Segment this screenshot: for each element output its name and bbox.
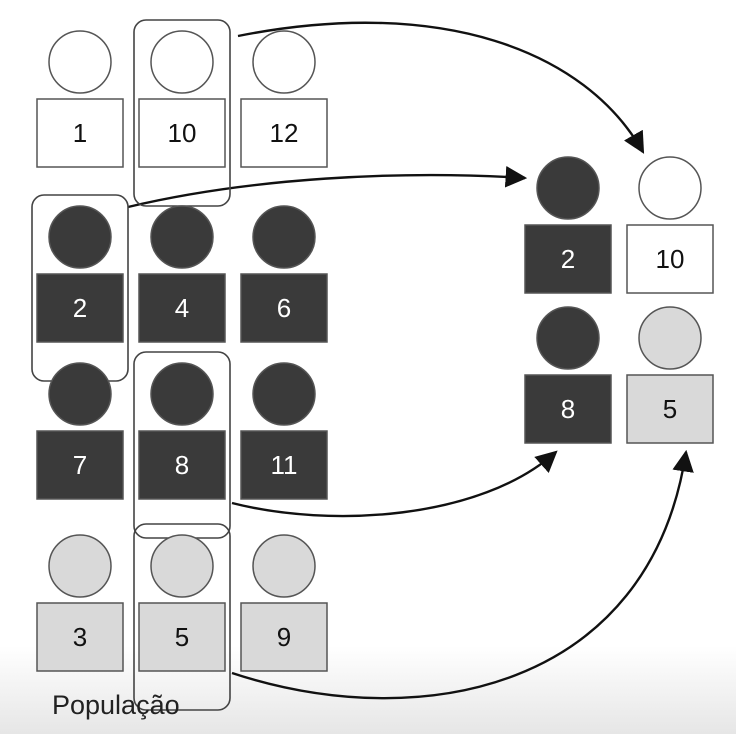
- population-body-1: [36, 98, 124, 168]
- population-figure-10: 10: [138, 30, 226, 168]
- population-label-3: 3: [73, 622, 87, 652]
- sample-label-10: 10: [656, 244, 685, 274]
- population-body-9: [240, 602, 328, 672]
- population-figure-3: 3: [36, 534, 124, 672]
- arrow-5: [231, 449, 694, 700]
- population-head-11: [252, 362, 316, 426]
- arrow-10: [237, 21, 645, 154]
- sample-label-8: 8: [561, 394, 575, 424]
- sample-head-10: [638, 156, 702, 220]
- population-label-2: 2: [73, 293, 87, 323]
- population-body-8: [138, 430, 226, 500]
- population-label-1: 1: [73, 118, 87, 148]
- population-figure-11: 11: [240, 362, 328, 500]
- population-head-5: [150, 534, 214, 598]
- population-label-5: 5: [175, 622, 189, 652]
- population-head-9: [252, 534, 316, 598]
- population-head-3: [48, 534, 112, 598]
- population-figure-8: 8: [138, 362, 226, 500]
- sample-body-10: [626, 224, 714, 294]
- population-head-4: [150, 205, 214, 269]
- population-head-12: [252, 30, 316, 94]
- population-figure-6: 6: [240, 205, 328, 343]
- population-body-10: [138, 98, 226, 168]
- sample-head-8: [536, 306, 600, 370]
- population-body-12: [240, 98, 328, 168]
- arrow-8: [231, 450, 558, 518]
- population-body-6: [240, 273, 328, 343]
- population-label-10: 10: [168, 118, 197, 148]
- sample-figure-10: 10: [626, 156, 714, 294]
- population-head-7: [48, 362, 112, 426]
- population-label-9: 9: [277, 622, 291, 652]
- sample-body-2: [524, 224, 612, 294]
- population-label-6: 6: [277, 293, 291, 323]
- population-body-11: [240, 430, 328, 500]
- population-label-11: 11: [271, 450, 298, 480]
- sample-label-5: 5: [663, 394, 677, 424]
- population-body-7: [36, 430, 124, 500]
- population-label-8: 8: [175, 450, 189, 480]
- population-figure-1: 1: [36, 30, 124, 168]
- population-figure-12: 12: [240, 30, 328, 168]
- sample-body-5: [626, 374, 714, 444]
- population-body-5: [138, 602, 226, 672]
- population-figure-7: 7: [36, 362, 124, 500]
- sample-head-5: [638, 306, 702, 370]
- population-label-12: 12: [270, 118, 299, 148]
- sample-label-2: 2: [561, 244, 575, 274]
- population-body-4: [138, 273, 226, 343]
- population-head-8: [150, 362, 214, 426]
- population-figure-2: 2: [36, 205, 124, 343]
- population-body-2: [36, 273, 124, 343]
- sample-figure-5: 5: [626, 306, 714, 444]
- sample-body-8: [524, 374, 612, 444]
- population-label-4: 4: [175, 293, 189, 323]
- population-caption: População: [52, 690, 180, 720]
- selection-frame-5: [133, 523, 231, 711]
- arrow-2: [127, 165, 528, 209]
- population-label-7: 7: [73, 450, 87, 480]
- population-figure-4: 4: [138, 205, 226, 343]
- population-head-10: [150, 30, 214, 94]
- sample-head-2: [536, 156, 600, 220]
- population-body-3: [36, 602, 124, 672]
- population-figure-5: 5: [138, 534, 226, 672]
- sample-figure-2: 2: [524, 156, 612, 294]
- population-head-2: [48, 205, 112, 269]
- population-figure-9: 9: [240, 534, 328, 672]
- sample-figure-8: 8: [524, 306, 612, 444]
- population-head-6: [252, 205, 316, 269]
- population-head-1: [48, 30, 112, 94]
